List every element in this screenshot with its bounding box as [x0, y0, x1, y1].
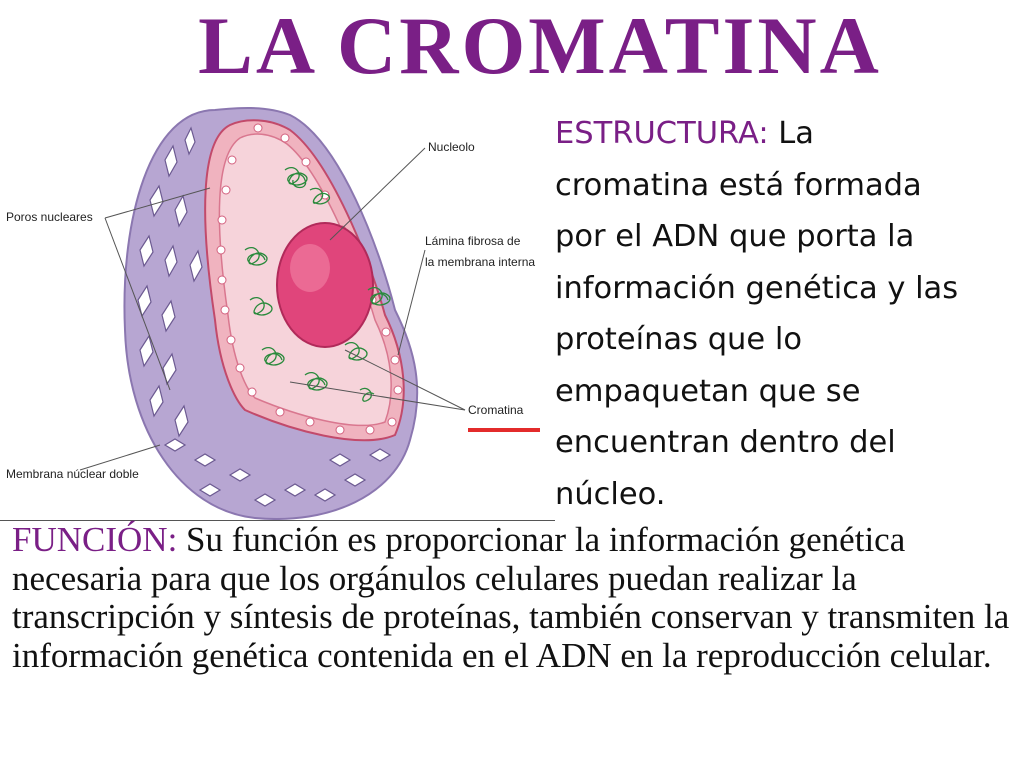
- label-nucleolo: Nucleolo: [428, 140, 475, 154]
- estructura-paragraph: ESTRUCTURA: La cromatina está formada po…: [555, 108, 975, 520]
- nucleolus: [276, 222, 374, 348]
- label-cromatina: Cromatina: [468, 403, 524, 417]
- nucleus-illustration: Nucleolo Poros nucleares Lámina fibrosa …: [6, 106, 540, 520]
- label-membrana-nuclear: Membrana núclear doble: [6, 467, 139, 481]
- label-poros-nucleares: Poros nucleares: [6, 210, 93, 224]
- funcion-paragraph: FUNCIÓN: Su función es proporcionar la i…: [12, 520, 1017, 675]
- divider-line: [0, 520, 555, 521]
- label-lamina-2: la membrana interna: [425, 255, 535, 269]
- funcion-text: Su función es proporcionar la informació…: [12, 520, 1010, 675]
- nucleus-diagram: Nucleolo Poros nucleares Lámina fibrosa …: [0, 100, 555, 520]
- nuclear-pores: [137, 126, 392, 507]
- estructura-text: La cromatina está formada por el ADN que…: [555, 116, 959, 512]
- leader-lines: [79, 147, 466, 471]
- estructura-heading: ESTRUCTURA:: [555, 116, 769, 151]
- funcion-heading: FUNCIÓN:: [12, 520, 178, 559]
- label-lamina-1: Lámina fibrosa de: [425, 234, 521, 248]
- page-title: LA CROMATINA: [198, 0, 882, 91]
